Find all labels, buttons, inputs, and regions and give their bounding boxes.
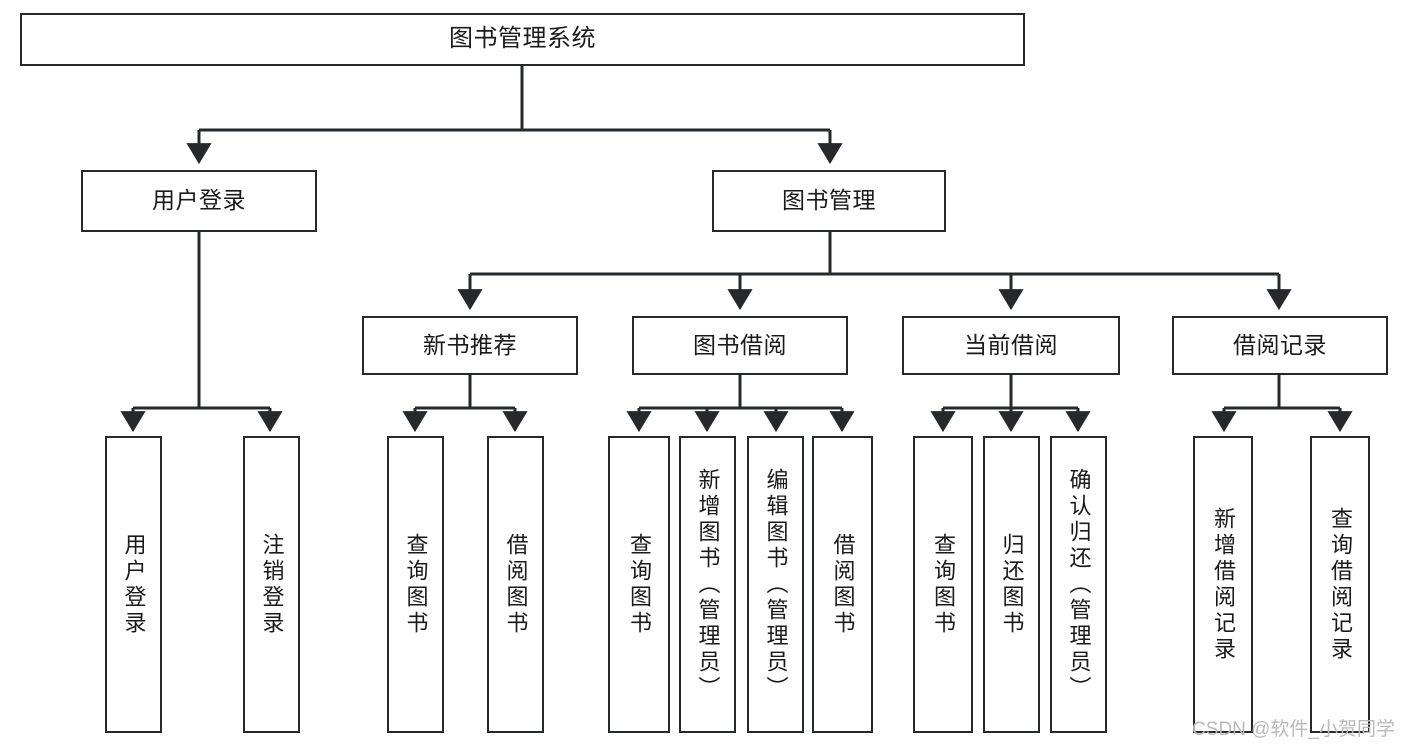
node-leaf-borrow-book-recommend[interactable]: 借阅图书 (487, 436, 544, 733)
node-label: 查询图书 (403, 532, 429, 637)
node-leaf-edit-book[interactable]: 编辑图书（管理员） (747, 436, 804, 733)
node-leaf-query-borrow-record[interactable]: 查询借阅记录 (1310, 436, 1370, 733)
node-label: 用户登录 (152, 187, 246, 214)
node-label: 注销登录 (259, 532, 285, 637)
node-new-book-recommend[interactable]: 新书推荐 (362, 316, 578, 375)
node-leaf-borrow-book[interactable]: 借阅图书 (812, 436, 873, 733)
node-label: 新增图书（管理员） (695, 467, 721, 702)
node-label: 查询图书 (930, 532, 956, 637)
node-label: 归还图书 (999, 532, 1025, 637)
node-label: 新书推荐 (423, 331, 517, 358)
node-label: 借阅图书 (830, 532, 856, 637)
node-book-borrow[interactable]: 图书借阅 (632, 316, 848, 375)
node-label: 新增借阅记录 (1210, 506, 1236, 663)
node-book-manage[interactable]: 图书管理 (712, 170, 946, 232)
node-leaf-add-book[interactable]: 新增图书（管理员） (679, 436, 736, 733)
node-label: 借阅图书 (503, 532, 529, 637)
node-label: 查询图书 (626, 532, 652, 637)
node-leaf-add-borrow-record[interactable]: 新增借阅记录 (1193, 436, 1253, 733)
watermark-text: CSDN @软件_小贺同学 (1192, 719, 1395, 740)
node-label: 查询借阅记录 (1327, 506, 1353, 663)
node-leaf-query-book-borrow[interactable]: 查询图书 (608, 436, 670, 733)
node-label: 确认归还（管理员） (1066, 467, 1092, 702)
node-label: 编辑图书（管理员） (763, 467, 789, 702)
node-leaf-query-book-recommend[interactable]: 查询图书 (387, 436, 444, 733)
node-leaf-query-book-current[interactable]: 查询图书 (913, 436, 973, 733)
node-leaf-confirm-return[interactable]: 确认归还（管理员） (1050, 436, 1107, 733)
node-root-book-management-system[interactable]: 图书管理系统 (20, 13, 1025, 66)
node-user-login[interactable]: 用户登录 (81, 170, 317, 232)
node-borrow-record[interactable]: 借阅记录 (1172, 316, 1388, 375)
node-leaf-logout-login[interactable]: 注销登录 (243, 436, 300, 733)
node-label: 借阅记录 (1233, 331, 1327, 358)
node-label: 图书借阅 (693, 331, 787, 358)
node-leaf-user-login[interactable]: 用户登录 (105, 436, 162, 733)
node-label: 图书管理系统 (449, 25, 596, 53)
node-label: 图书管理 (782, 187, 876, 214)
node-leaf-return-book[interactable]: 归还图书 (983, 436, 1040, 733)
node-label: 当前借阅 (964, 331, 1058, 358)
node-current-borrow[interactable]: 当前借阅 (902, 316, 1120, 375)
node-label: 用户登录 (121, 532, 147, 637)
